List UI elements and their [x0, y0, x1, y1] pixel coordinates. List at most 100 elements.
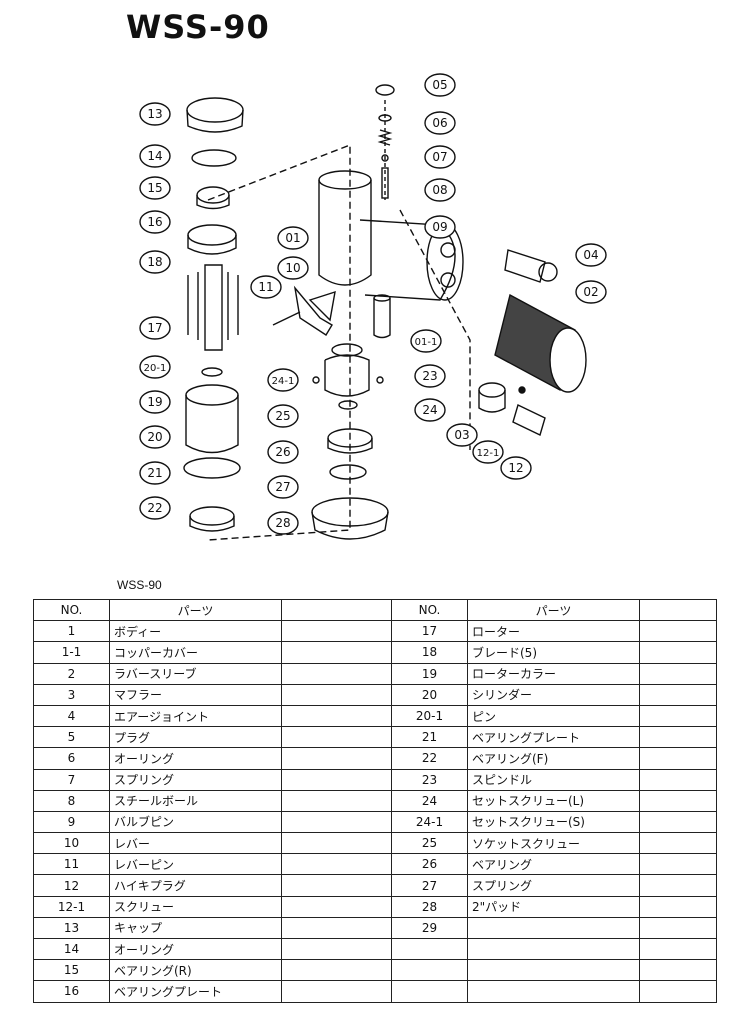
callout-03 — [446, 423, 478, 447]
callout-27 — [267, 475, 299, 499]
callout-label: 06 — [432, 116, 447, 130]
copper-cover-part — [373, 294, 391, 339]
blank-cell — [281, 810, 392, 834]
blank-cell — [639, 662, 717, 685]
part-number-cell: 28 — [391, 895, 468, 918]
part-name-cell: ボディー — [109, 620, 282, 643]
part-name-cell: ラバースリーブ — [109, 662, 282, 685]
part-number-cell: 23 — [391, 768, 468, 791]
part-name-cell: ローターカラー — [467, 662, 640, 685]
part-number-cell: 12 — [33, 874, 110, 897]
callout-label: 10 — [285, 261, 300, 275]
blank-cell — [639, 959, 717, 982]
part-number-cell: 4 — [33, 704, 110, 728]
part-name-cell: ハイキプラグ — [109, 874, 282, 897]
blank-cell — [281, 832, 392, 855]
part-number-cell: 18 — [391, 641, 468, 664]
callout-label: 11 — [258, 280, 273, 294]
callout-label: 09 — [432, 220, 447, 234]
blank-cell — [639, 726, 717, 749]
callout-25 — [267, 404, 299, 428]
part-name-cell — [467, 937, 640, 961]
callout-label: 20 — [147, 430, 162, 444]
blank-cell — [639, 874, 717, 897]
header-name-right: パーツ — [467, 598, 640, 622]
part-name-cell: キャップ — [109, 916, 282, 940]
callout-label: 23 — [422, 369, 437, 383]
header-blank-right — [639, 598, 717, 622]
blank-cell — [281, 959, 392, 982]
blank-cell — [281, 683, 392, 706]
blank-cell — [281, 620, 392, 643]
callout-01-1 — [410, 329, 442, 353]
part-number-cell: 21 — [391, 726, 468, 749]
part-number-cell: 19 — [391, 662, 468, 685]
part-number-cell: 15 — [33, 959, 110, 982]
part-number-cell: 11 — [33, 853, 110, 876]
part-number-cell: 24 — [391, 789, 468, 812]
blank-cell — [281, 747, 392, 770]
part-name-cell: セットスクリュー(S) — [467, 810, 640, 834]
part-name-cell: レバー — [109, 832, 282, 855]
blank-cell — [639, 832, 717, 855]
part-name-cell: レバーピン — [109, 853, 282, 876]
part-number-cell: 22 — [391, 747, 468, 770]
part-name-cell: 2"パッド — [467, 895, 640, 918]
callout-label: 04 — [583, 248, 598, 262]
exhaust-parts — [478, 382, 546, 436]
part-name-cell — [467, 980, 640, 1003]
part-name-cell: ベアリングプレート — [109, 980, 282, 1003]
part-number-cell: 17 — [391, 620, 468, 643]
callout-label: 24 — [422, 403, 437, 417]
callout-11 — [250, 275, 282, 299]
part-number-cell: 7 — [33, 768, 110, 791]
blank-cell — [281, 916, 392, 940]
part-number-cell — [391, 937, 468, 961]
valve-stack — [375, 84, 395, 199]
table-header-row: NO. パーツ NO. パーツ — [33, 598, 717, 622]
callout-label: 24-1 — [272, 376, 295, 387]
callout-17 — [139, 316, 171, 340]
part-name-cell: スピンドル — [467, 768, 640, 791]
callout-label: 02 — [583, 285, 598, 299]
part-name-cell: ベアリングプレート — [467, 726, 640, 749]
blank-cell — [639, 789, 717, 812]
part-name-cell: ベアリング(F) — [467, 747, 640, 770]
callout-24 — [414, 398, 446, 422]
blank-cell — [281, 980, 392, 1003]
callout-12 — [500, 456, 532, 480]
blank-cell — [639, 916, 717, 940]
callout-19 — [139, 390, 171, 414]
part-name-cell — [467, 916, 640, 940]
part-number-cell: 5 — [33, 726, 110, 749]
blank-cell — [639, 895, 717, 918]
blank-cell — [639, 704, 717, 728]
part-number-cell: 1 — [33, 620, 110, 643]
callout-08 — [424, 178, 456, 202]
part-name-cell: スチールボール — [109, 789, 282, 812]
blank-cell — [281, 704, 392, 728]
lever-part — [272, 285, 333, 336]
part-number-cell: 25 — [391, 832, 468, 855]
callout-18 — [139, 250, 171, 274]
blank-cell — [281, 662, 392, 685]
callout-09 — [424, 215, 456, 239]
callout-label: 28 — [275, 516, 290, 530]
table-subtitle: WSS-90 — [117, 578, 162, 592]
motor-stack — [183, 97, 244, 532]
part-name-cell: セットスクリュー(L) — [467, 789, 640, 812]
part-name-cell: プラグ — [109, 726, 282, 749]
callout-12-1 — [472, 440, 504, 464]
part-number-cell: 10 — [33, 832, 110, 855]
part-number-cell: 29 — [391, 916, 468, 940]
part-name-cell: ピン — [467, 704, 640, 728]
part-number-cell: 13 — [33, 916, 110, 940]
callout-label: 12-1 — [477, 448, 500, 459]
